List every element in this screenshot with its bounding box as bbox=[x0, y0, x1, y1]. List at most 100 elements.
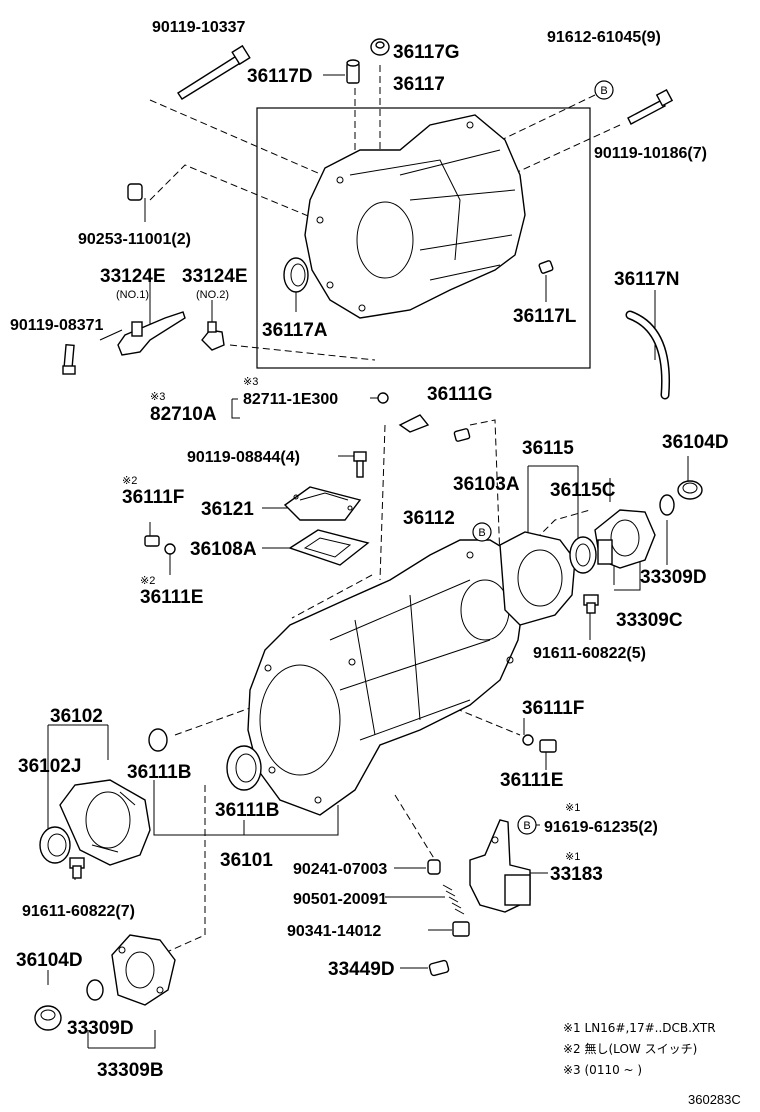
label-36108A: 36108A bbox=[190, 539, 257, 560]
label-36111B-middle: 36111B bbox=[215, 800, 279, 821]
label-36117: 36117 bbox=[393, 74, 445, 95]
label-36117D: 36117D bbox=[247, 66, 313, 87]
footnote-3: ※3 (0110 ~ ) bbox=[563, 1063, 642, 1077]
label-36117A: 36117A bbox=[262, 320, 328, 341]
label-33124E-no1: 33124E bbox=[100, 266, 166, 287]
mark-91619: ※1 bbox=[565, 802, 580, 814]
label-36101: 36101 bbox=[220, 850, 273, 871]
ball-90241-07003 bbox=[427, 859, 441, 875]
plug-36111G bbox=[453, 428, 471, 442]
svg-text:B: B bbox=[478, 527, 485, 539]
label-82710A: 82710A bbox=[150, 404, 217, 425]
nut-33309D-bottom bbox=[86, 979, 104, 1001]
footnote-1: ※1 LN16#,17#..DCB.XTR bbox=[563, 1021, 716, 1035]
cover-36121 bbox=[283, 486, 362, 521]
label-82711-1E300: 82711-1E300 bbox=[243, 391, 338, 408]
gasket-36111E-right bbox=[522, 734, 534, 746]
mark-36111F-left: ※2 bbox=[122, 475, 137, 487]
label-91611-60822-7: 91611-60822(7) bbox=[22, 903, 135, 920]
pin-36117L bbox=[538, 260, 554, 274]
label-36111E-right: 36111E bbox=[500, 770, 563, 791]
seal-36111B-left bbox=[148, 728, 168, 752]
mark-33183: ※1 bbox=[565, 851, 580, 863]
plug-90341-14012 bbox=[452, 921, 470, 937]
adapter-case-36117 bbox=[304, 114, 526, 319]
seal-36111B-middle bbox=[226, 745, 262, 791]
cover-36102 bbox=[59, 779, 151, 866]
gasket-36111E-left bbox=[164, 543, 176, 555]
label-36111B-left: 36111B bbox=[127, 762, 191, 783]
switch-33183 bbox=[469, 819, 531, 913]
label-36115C: 36115C bbox=[550, 480, 616, 501]
bolt-90119-08371 bbox=[62, 343, 76, 375]
transfer-case-36101 bbox=[247, 539, 526, 816]
plug-36111F-left bbox=[144, 535, 160, 547]
seal-36102J bbox=[39, 826, 71, 864]
mark-82711: ※3 bbox=[243, 376, 258, 388]
pin-90253-11001 bbox=[127, 183, 143, 201]
label-36104D-top: 36104D bbox=[662, 432, 729, 453]
label-90501-20091: 90501-20091 bbox=[293, 891, 387, 908]
label-36111E-left: 36111E bbox=[140, 587, 203, 608]
gasket-36108A bbox=[288, 529, 370, 566]
mark-36111E-left: ※2 bbox=[140, 575, 155, 587]
hose-36117N bbox=[625, 310, 671, 400]
bolt-90119-10186 bbox=[627, 88, 674, 125]
label-33124E-no2-sub: (NO.2) bbox=[196, 289, 229, 301]
bracket-33124E-no2 bbox=[201, 321, 225, 351]
clip-82711-1E300 bbox=[377, 392, 430, 433]
label-33183: 33183 bbox=[550, 864, 603, 885]
label-33124E-no2: 33124E bbox=[182, 266, 248, 287]
label-36115: 36115 bbox=[522, 438, 574, 459]
bolt-91611-60822-7 bbox=[69, 857, 85, 879]
breather-36117D bbox=[346, 59, 360, 84]
svg-text:B: B bbox=[523, 820, 530, 832]
label-36111F-right: 36111F bbox=[522, 698, 584, 719]
marker-b-middle: B bbox=[472, 522, 492, 542]
plug-36117G bbox=[370, 38, 390, 56]
mark-82710A: ※3 bbox=[150, 391, 165, 403]
label-36111G: 36111G bbox=[427, 384, 493, 405]
label-33309D-bottom: 33309D bbox=[67, 1018, 134, 1039]
svg-text:B: B bbox=[600, 85, 607, 97]
label-90253-11001: 90253-11001(2) bbox=[78, 231, 191, 248]
marker-b-bottom: B bbox=[517, 815, 537, 835]
spring-90501-20091 bbox=[442, 884, 465, 915]
label-90119-08371: 90119-08371 bbox=[10, 317, 104, 334]
label-36102: 36102 bbox=[50, 706, 103, 727]
label-90341-14012: 90341-14012 bbox=[287, 923, 381, 940]
label-33309B: 33309B bbox=[97, 1060, 164, 1081]
label-91611-60822-5: 91611-60822(5) bbox=[533, 645, 646, 662]
label-91612-61045: 91612-61045(9) bbox=[547, 29, 661, 46]
cap-36104D-bottom bbox=[34, 1005, 62, 1031]
marker-b-top: B bbox=[594, 80, 614, 100]
label-33124E-no1-sub: (NO.1) bbox=[116, 289, 149, 301]
label-36121: 36121 bbox=[201, 499, 254, 520]
label-90119-10186: 90119-10186(7) bbox=[594, 145, 707, 162]
label-36112: 36112 bbox=[403, 508, 455, 529]
label-90119-10337: 90119-10337 bbox=[152, 19, 246, 36]
label-36117N: 36117N bbox=[614, 269, 680, 290]
sleeve-33449D bbox=[428, 959, 450, 977]
cap-36104D-top bbox=[677, 480, 703, 500]
label-33309C: 33309C bbox=[616, 610, 683, 631]
oil-seal-36117A bbox=[283, 257, 309, 293]
label-90119-08844: 90119-08844(4) bbox=[187, 449, 300, 466]
bolt-91611-60822-5 bbox=[583, 594, 599, 614]
label-91619-61235: 91619-61235(2) bbox=[544, 819, 658, 836]
bracket-33124E-no1 bbox=[117, 311, 186, 356]
label-36104D-bottom: 36104D bbox=[16, 950, 83, 971]
label-36111F-left: 36111F bbox=[122, 487, 184, 508]
bolt-90119-08844 bbox=[353, 451, 367, 478]
part-labels: 90119-10337 36117G 91612-61045(9) 36117D… bbox=[10, 19, 729, 1081]
bolt-90119-10337 bbox=[177, 44, 251, 100]
label-36117G: 36117G bbox=[393, 42, 460, 63]
extension-housing-36115 bbox=[499, 531, 576, 626]
label-33449D: 33449D bbox=[328, 959, 395, 980]
plug-36111F-right bbox=[539, 739, 557, 753]
label-33309D-right: 33309D bbox=[640, 567, 707, 588]
label-36117L: 36117L bbox=[513, 306, 577, 327]
label-36103A: 36103A bbox=[453, 474, 520, 495]
flange-33309B bbox=[111, 934, 176, 1006]
